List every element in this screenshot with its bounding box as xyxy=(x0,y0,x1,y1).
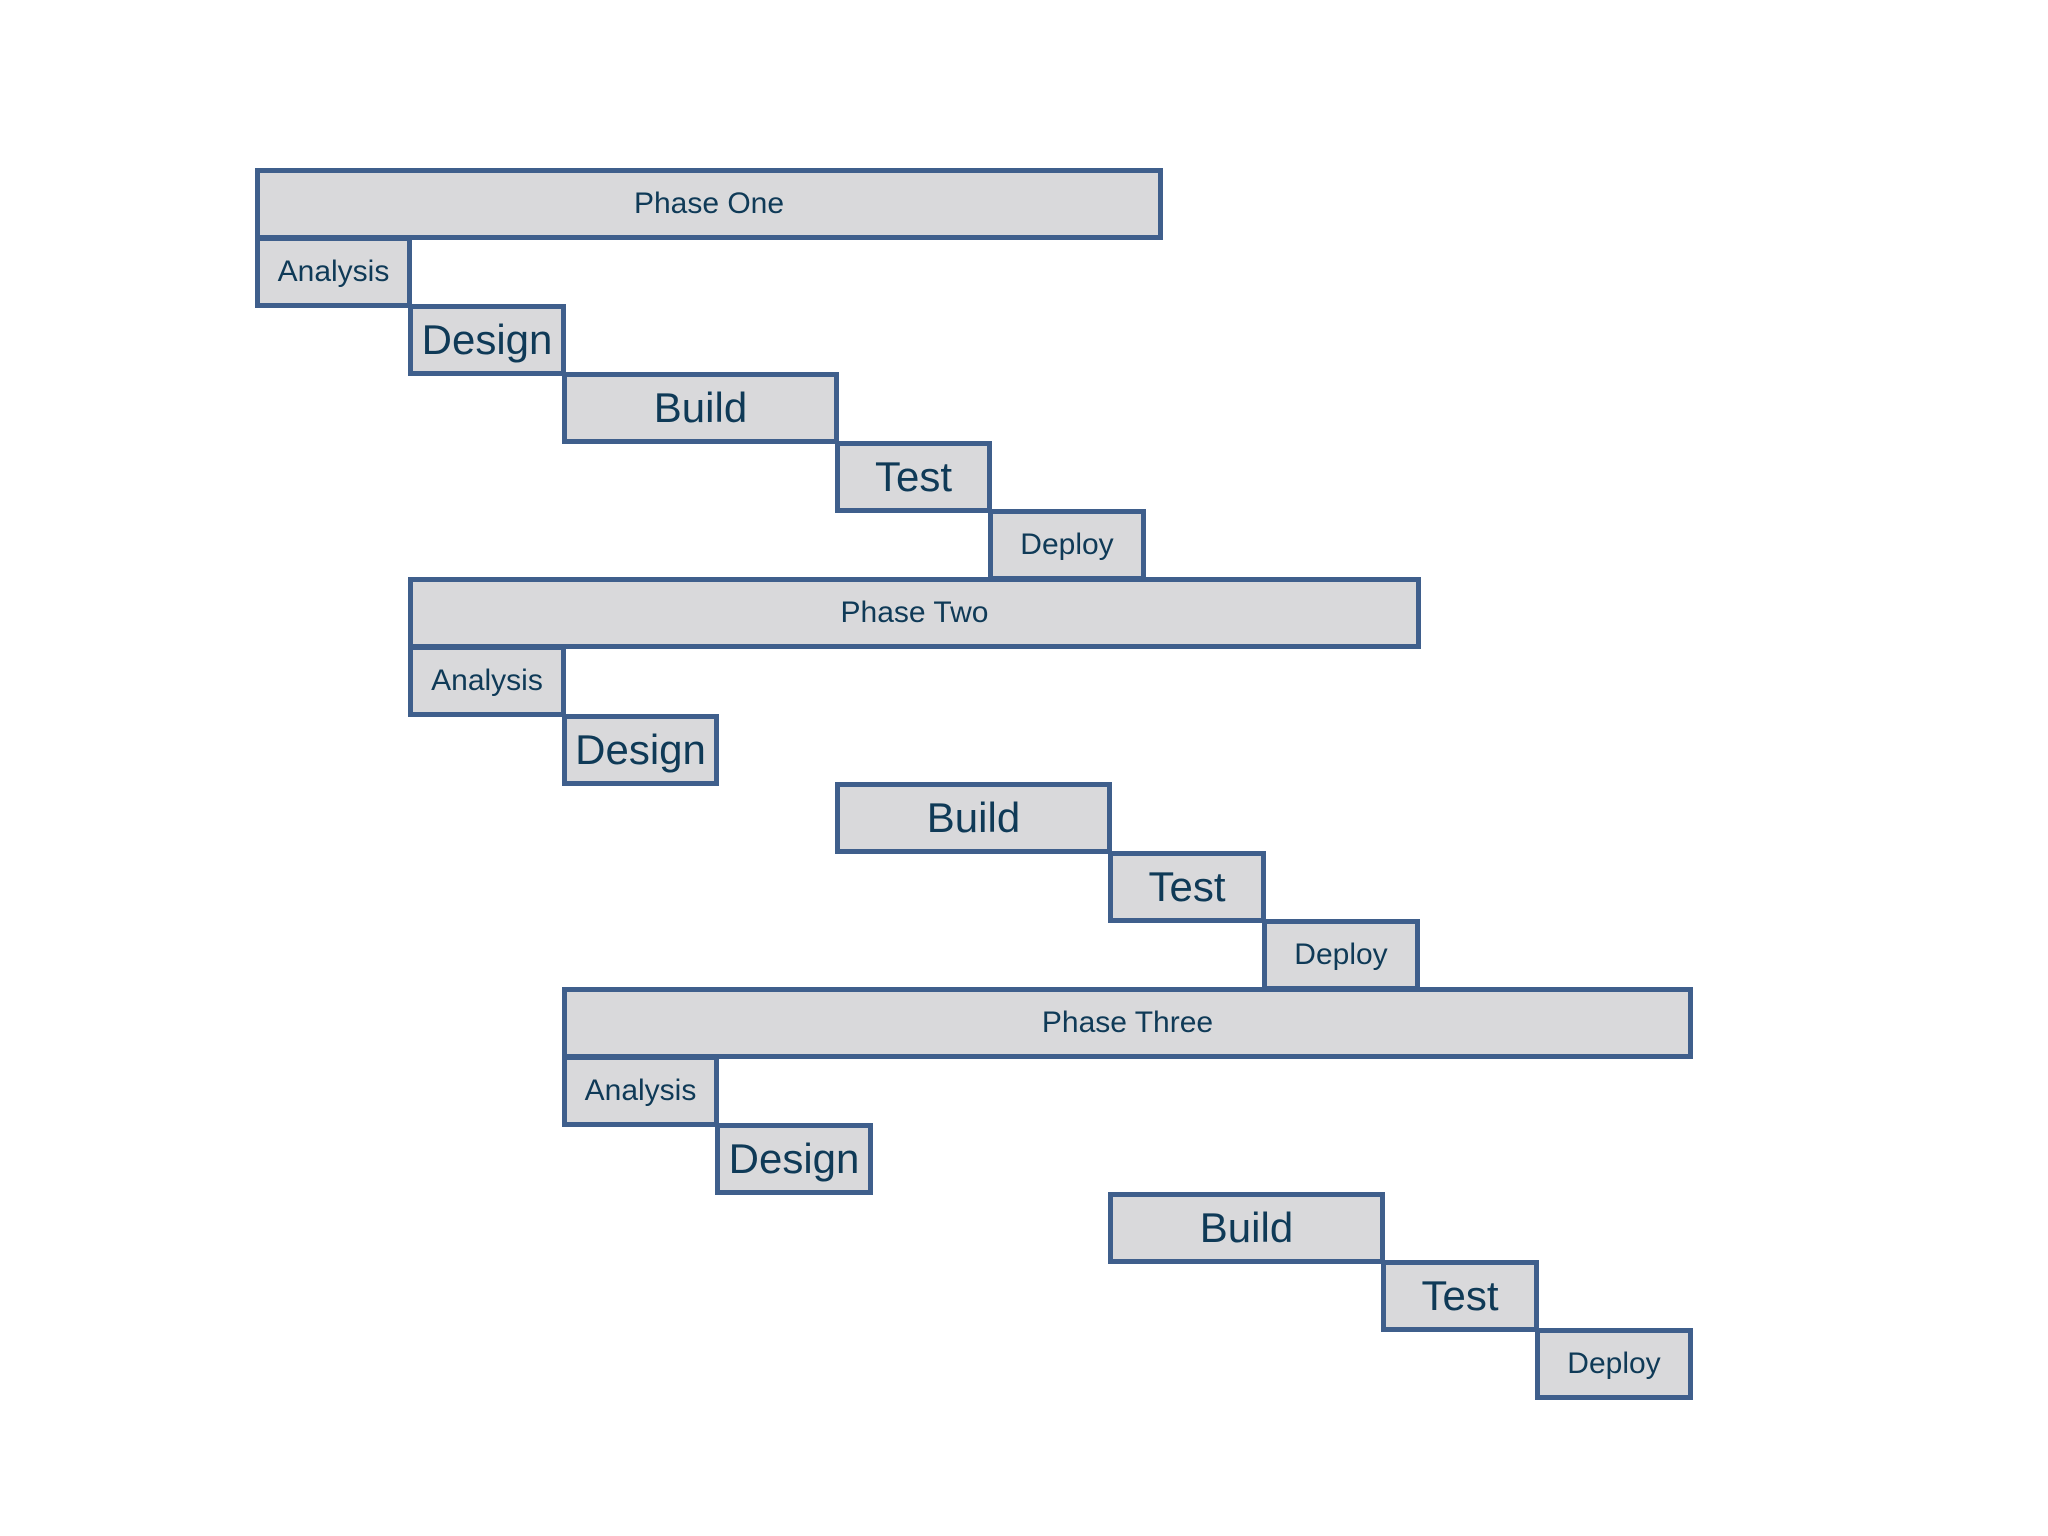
phase-one-deploy: Deploy xyxy=(988,509,1146,581)
phase-two-test: Test xyxy=(1108,851,1266,923)
phase-one-bar: Phase One xyxy=(255,168,1163,240)
phase-three-analysis: Analysis xyxy=(562,1055,719,1127)
phase-two-analysis: Analysis xyxy=(408,645,566,717)
phase-two-design: Design xyxy=(562,714,719,786)
phase-three-design: Design xyxy=(715,1123,873,1195)
phase-two-build: Build xyxy=(835,782,1112,854)
phase-two-bar: Phase Two xyxy=(408,577,1421,649)
phase-one-design: Design xyxy=(408,304,566,376)
phase-two-deploy: Deploy xyxy=(1262,919,1420,991)
phase-three-deploy: Deploy xyxy=(1535,1328,1693,1400)
phase-three-build: Build xyxy=(1108,1192,1385,1264)
phase-three-test: Test xyxy=(1381,1260,1539,1332)
phase-three-bar: Phase Three xyxy=(562,987,1693,1059)
phase-one-test: Test xyxy=(835,441,992,513)
phase-one-build: Build xyxy=(562,372,839,444)
phase-one-analysis: Analysis xyxy=(255,236,412,308)
